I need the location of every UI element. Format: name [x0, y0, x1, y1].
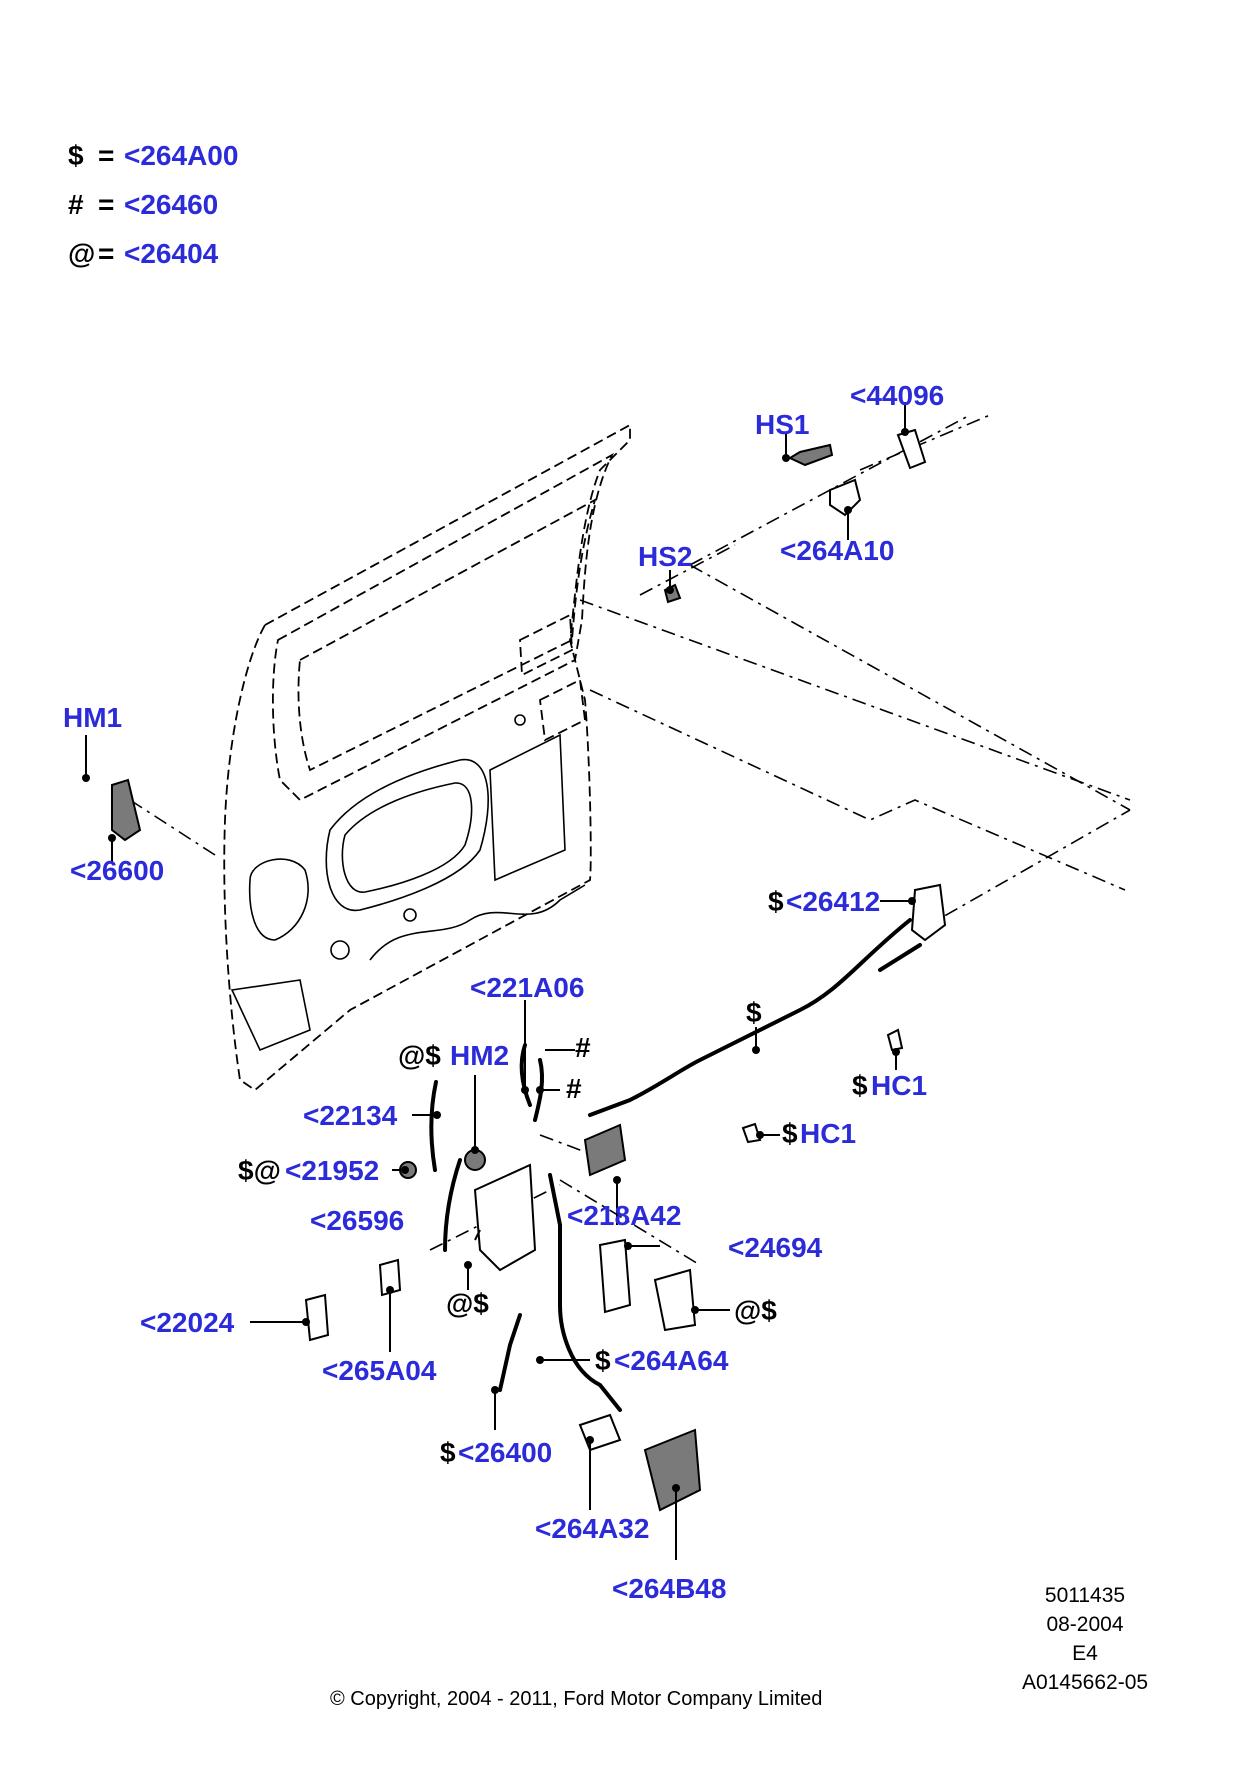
label-hash-upper: # — [575, 1032, 591, 1063]
legend-symbol: @ — [68, 238, 96, 269]
alignment-lines — [129, 414, 1131, 1266]
legend-row-at: @= <26404 — [68, 238, 238, 287]
part-plate-265A04 — [378, 1258, 402, 1297]
label-hash-lower: # — [566, 1073, 582, 1104]
label-264A32[interactable]: <264A32 — [535, 1513, 649, 1544]
label-221A06[interactable]: <221A06 — [470, 972, 584, 1003]
part-cover — [653, 1268, 697, 1332]
part-clip-hc1-upper — [886, 1028, 904, 1052]
part-remote-26596 — [473, 1163, 537, 1272]
legend-ref[interactable]: <26460 — [124, 189, 219, 220]
cables — [429, 918, 922, 1412]
sliding-door-panel — [223, 423, 631, 1092]
prefix-dollar: $ — [852, 1070, 868, 1101]
label-26400[interactable]: <26400 — [458, 1437, 552, 1468]
prefix-at-dollar: @$ — [734, 1295, 777, 1326]
label-265A04[interactable]: <265A04 — [322, 1355, 437, 1386]
label-cable-dollar: $ — [746, 997, 762, 1028]
copyright-notice: © Copyright, 2004 - 2011, Ford Motor Com… — [330, 1688, 823, 1710]
label-264A10[interactable]: <264A10 — [780, 535, 894, 566]
prefix-dollar: $ — [782, 1118, 798, 1149]
legend: $=<264A00 #=<26460 @=<26404 — [68, 140, 238, 287]
leader-lines — [82, 402, 916, 1560]
label-hs1[interactable]: HS1 — [755, 409, 809, 440]
part-hinge-26600 — [111, 778, 142, 842]
prefix-at-dollar: @$ — [398, 1040, 441, 1071]
legend-equals: = — [98, 189, 115, 220]
meta-date: 08-2004 — [1046, 1613, 1124, 1636]
label-264B48[interactable]: <264B48 — [612, 1573, 726, 1604]
label-hc1-upper[interactable]: HC1 — [871, 1070, 927, 1101]
label-26596[interactable]: <26596 — [310, 1205, 404, 1236]
parts — [111, 428, 947, 1512]
callout-labels: <44096 HS1 <264A10 HS2 HM1 <26600 $ <264… — [63, 380, 944, 1604]
part-handle-26412 — [910, 883, 947, 942]
label-hc1-lower[interactable]: HC1 — [800, 1118, 856, 1149]
part-cover-264B48 — [643, 1428, 702, 1512]
meta-code: E4 — [1072, 1642, 1098, 1665]
label-218A42[interactable]: <218A42 — [567, 1200, 681, 1231]
legend-equals: = — [98, 140, 115, 171]
prefix-dollar-at: $@ — [238, 1155, 281, 1186]
part-hinge-upper — [829, 478, 862, 517]
legend-ref[interactable]: <264A00 — [124, 140, 239, 171]
label-hs2[interactable]: HS2 — [638, 541, 692, 572]
label-hm1[interactable]: HM1 — [63, 702, 122, 733]
prefix-dollar: $ — [768, 886, 784, 917]
meta-number: 5011435 — [1044, 1584, 1126, 1607]
label-26412[interactable]: <26412 — [786, 886, 880, 917]
label-21952[interactable]: <21952 — [285, 1155, 379, 1186]
part-bracket-22024 — [304, 1293, 330, 1342]
legend-symbol: # — [68, 189, 84, 220]
label-26600[interactable]: <26600 — [70, 855, 164, 886]
prefix-dollar: $ — [440, 1437, 456, 1468]
legend-symbol: $ — [68, 140, 84, 171]
label-24694[interactable]: <24694 — [728, 1232, 823, 1263]
label-22134[interactable]: <22134 — [303, 1100, 398, 1131]
legend-equals: = — [98, 238, 115, 269]
part-latch-218A42 — [583, 1123, 627, 1177]
part-clip-hc1-lower — [741, 1122, 762, 1144]
part-bezel-24694 — [598, 1238, 632, 1314]
part-motor-264A32 — [578, 1413, 622, 1452]
part-bolt-hs1 — [787, 443, 834, 467]
label-44096[interactable]: <44096 — [850, 380, 944, 411]
legend-row-hash: # = <26460 — [68, 189, 238, 238]
meta-ref: A0145662-05 — [1021, 1671, 1149, 1694]
part-bracket-44096 — [896, 428, 927, 470]
legend-ref[interactable]: <26404 — [124, 238, 219, 269]
label-264A64[interactable]: <264A64 — [614, 1345, 729, 1376]
legend-row-dollar: $ = <264A00 — [68, 140, 238, 189]
label-22024[interactable]: <22024 — [140, 1307, 235, 1338]
prefix-dollar: $ — [595, 1345, 611, 1376]
prefix-at-dollar: @$ — [446, 1288, 489, 1319]
label-hm2[interactable]: HM2 — [450, 1040, 509, 1071]
